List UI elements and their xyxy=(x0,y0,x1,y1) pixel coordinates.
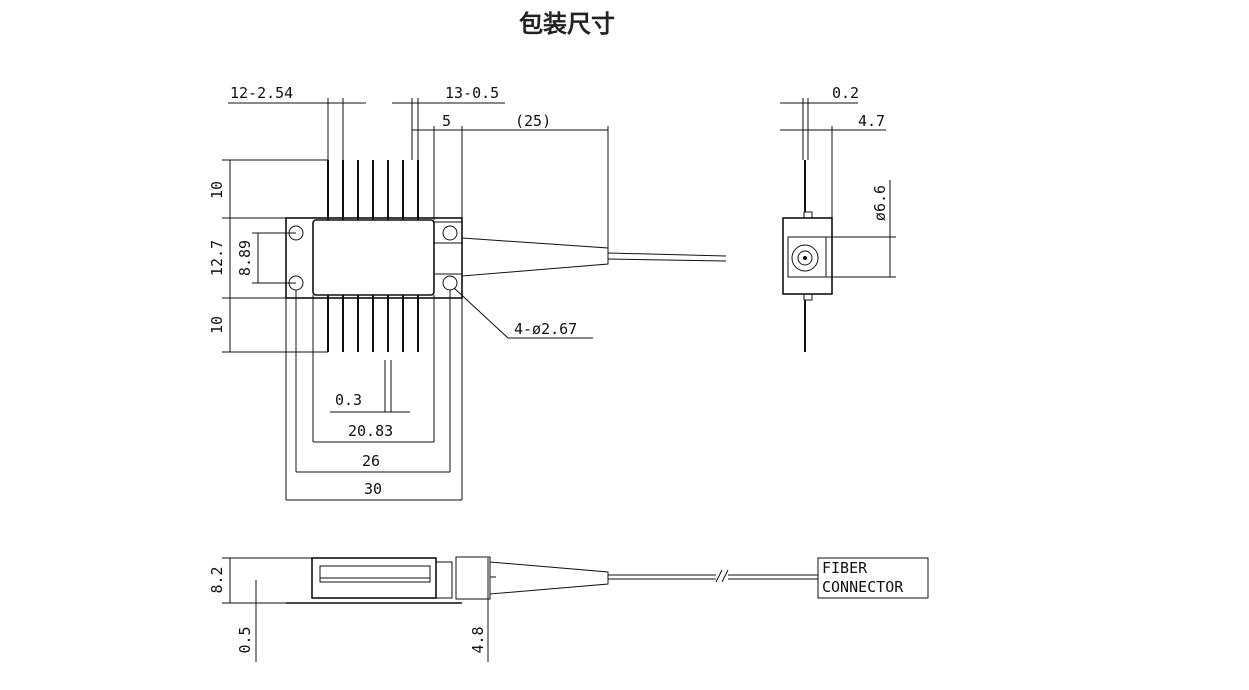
end-view: 0.2 4.7 ø6.6 xyxy=(780,84,896,352)
dim-pin-offset: 0.2 xyxy=(832,84,859,102)
package-body xyxy=(312,219,435,296)
dim-base-thickness: 0.5 xyxy=(236,626,254,653)
dim-hole-spacing-v: 8.89 xyxy=(236,240,254,276)
dim-pin-to-center: 4.7 xyxy=(858,112,885,130)
page-title: 包装尺寸 xyxy=(519,10,615,38)
dim-pin-thickness: 0.3 xyxy=(335,391,362,409)
connector-label-line1: FIBER xyxy=(822,559,868,577)
dim-height-total: 12.7 xyxy=(208,240,226,276)
dim-fiber-length: (25) xyxy=(515,112,551,130)
fiber xyxy=(607,252,727,257)
dim-flange-diameter: ø6.6 xyxy=(871,185,889,221)
top-view: 12-2.54 13-0.5 5 (25) 10 12.7 8.89 10 4-… xyxy=(208,84,727,501)
side-fiber-boot xyxy=(489,561,609,595)
fiber-boot xyxy=(461,237,609,277)
connector-label-line2: CONNECTOR xyxy=(822,578,904,596)
fiber-mount xyxy=(433,221,463,275)
dim-flange-offset: 5 xyxy=(442,112,451,130)
dim-side-height: 8.2 xyxy=(208,566,226,593)
fiber-connector-box xyxy=(817,557,929,599)
side-view-body xyxy=(311,557,437,599)
dim-pin-length-top: 10 xyxy=(208,181,226,199)
dim-pin-width: 13-0.5 xyxy=(445,84,499,102)
dim-body-width: 20.83 xyxy=(348,422,393,440)
mounting-hole xyxy=(442,225,458,241)
dim-pin-pitch: 12-2.54 xyxy=(230,84,293,102)
pins-top xyxy=(327,160,419,220)
dim-hole-spacing-h: 26 xyxy=(362,452,380,470)
dim-flange-width: 30 xyxy=(364,480,382,498)
side-view: FIBER CONNECTOR 8.2 0.5 4.8 xyxy=(208,556,929,662)
end-view-body xyxy=(782,217,833,295)
mounting-hole xyxy=(442,275,458,291)
dim-pin-length-bottom: 10 xyxy=(208,316,226,334)
pins-bottom xyxy=(327,295,419,352)
dim-holes: 4-ø2.67 xyxy=(514,320,577,338)
dim-fiber-height: 4.8 xyxy=(469,626,487,653)
